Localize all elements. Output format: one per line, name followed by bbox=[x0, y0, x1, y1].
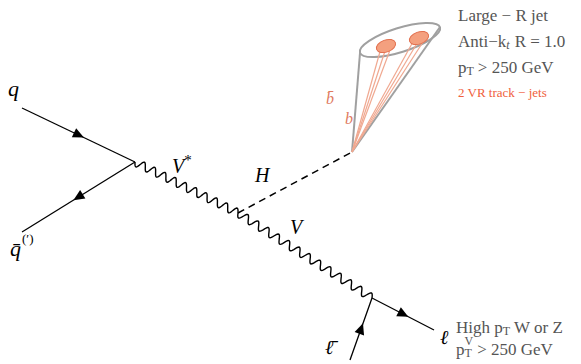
jet-note: Large − R jet bbox=[458, 6, 548, 26]
superscript: * bbox=[184, 152, 192, 169]
quark-label: b̄ bbox=[326, 90, 334, 108]
jet-cone bbox=[352, 16, 444, 152]
subscript: T bbox=[503, 325, 510, 339]
boson-note: p bbox=[456, 340, 465, 360]
particle-label: V bbox=[290, 216, 302, 239]
particle-label: q̄ bbox=[10, 236, 21, 261]
boson-note: > 250 GeV bbox=[477, 340, 553, 360]
jet-note: > 250 GeV bbox=[478, 58, 554, 78]
particle-label: V bbox=[172, 155, 184, 178]
particle-label: ℓ̄ bbox=[325, 336, 333, 359]
boson-note: High p bbox=[456, 318, 503, 338]
boson-wave bbox=[238, 213, 372, 298]
particle-label: q bbox=[8, 76, 19, 101]
track-jet-note: 2 VR track − jets bbox=[458, 86, 547, 101]
arrowhead bbox=[72, 128, 84, 137]
arrowhead bbox=[396, 307, 408, 316]
fermion-arrows bbox=[72, 128, 408, 335]
arrowhead bbox=[355, 323, 364, 335]
fermion-lines bbox=[22, 108, 434, 360]
arrowhead bbox=[73, 190, 85, 200]
jet-note: R = 1.0 bbox=[515, 32, 566, 52]
jet-note: Anti−k bbox=[458, 32, 506, 52]
boson-note: W or Z bbox=[514, 318, 563, 338]
superscript: (′) bbox=[22, 232, 34, 247]
particle-label: H bbox=[255, 164, 269, 187]
quark-label: b bbox=[345, 110, 353, 128]
particle-label: ℓ bbox=[440, 326, 448, 349]
subscript: T bbox=[465, 347, 472, 361]
subscript: T bbox=[467, 65, 474, 79]
boson-wave bbox=[135, 162, 238, 213]
higgs-line bbox=[238, 152, 352, 213]
jet-note: p bbox=[458, 58, 467, 78]
subscript: t bbox=[506, 39, 509, 53]
boson-lines bbox=[135, 162, 372, 298]
